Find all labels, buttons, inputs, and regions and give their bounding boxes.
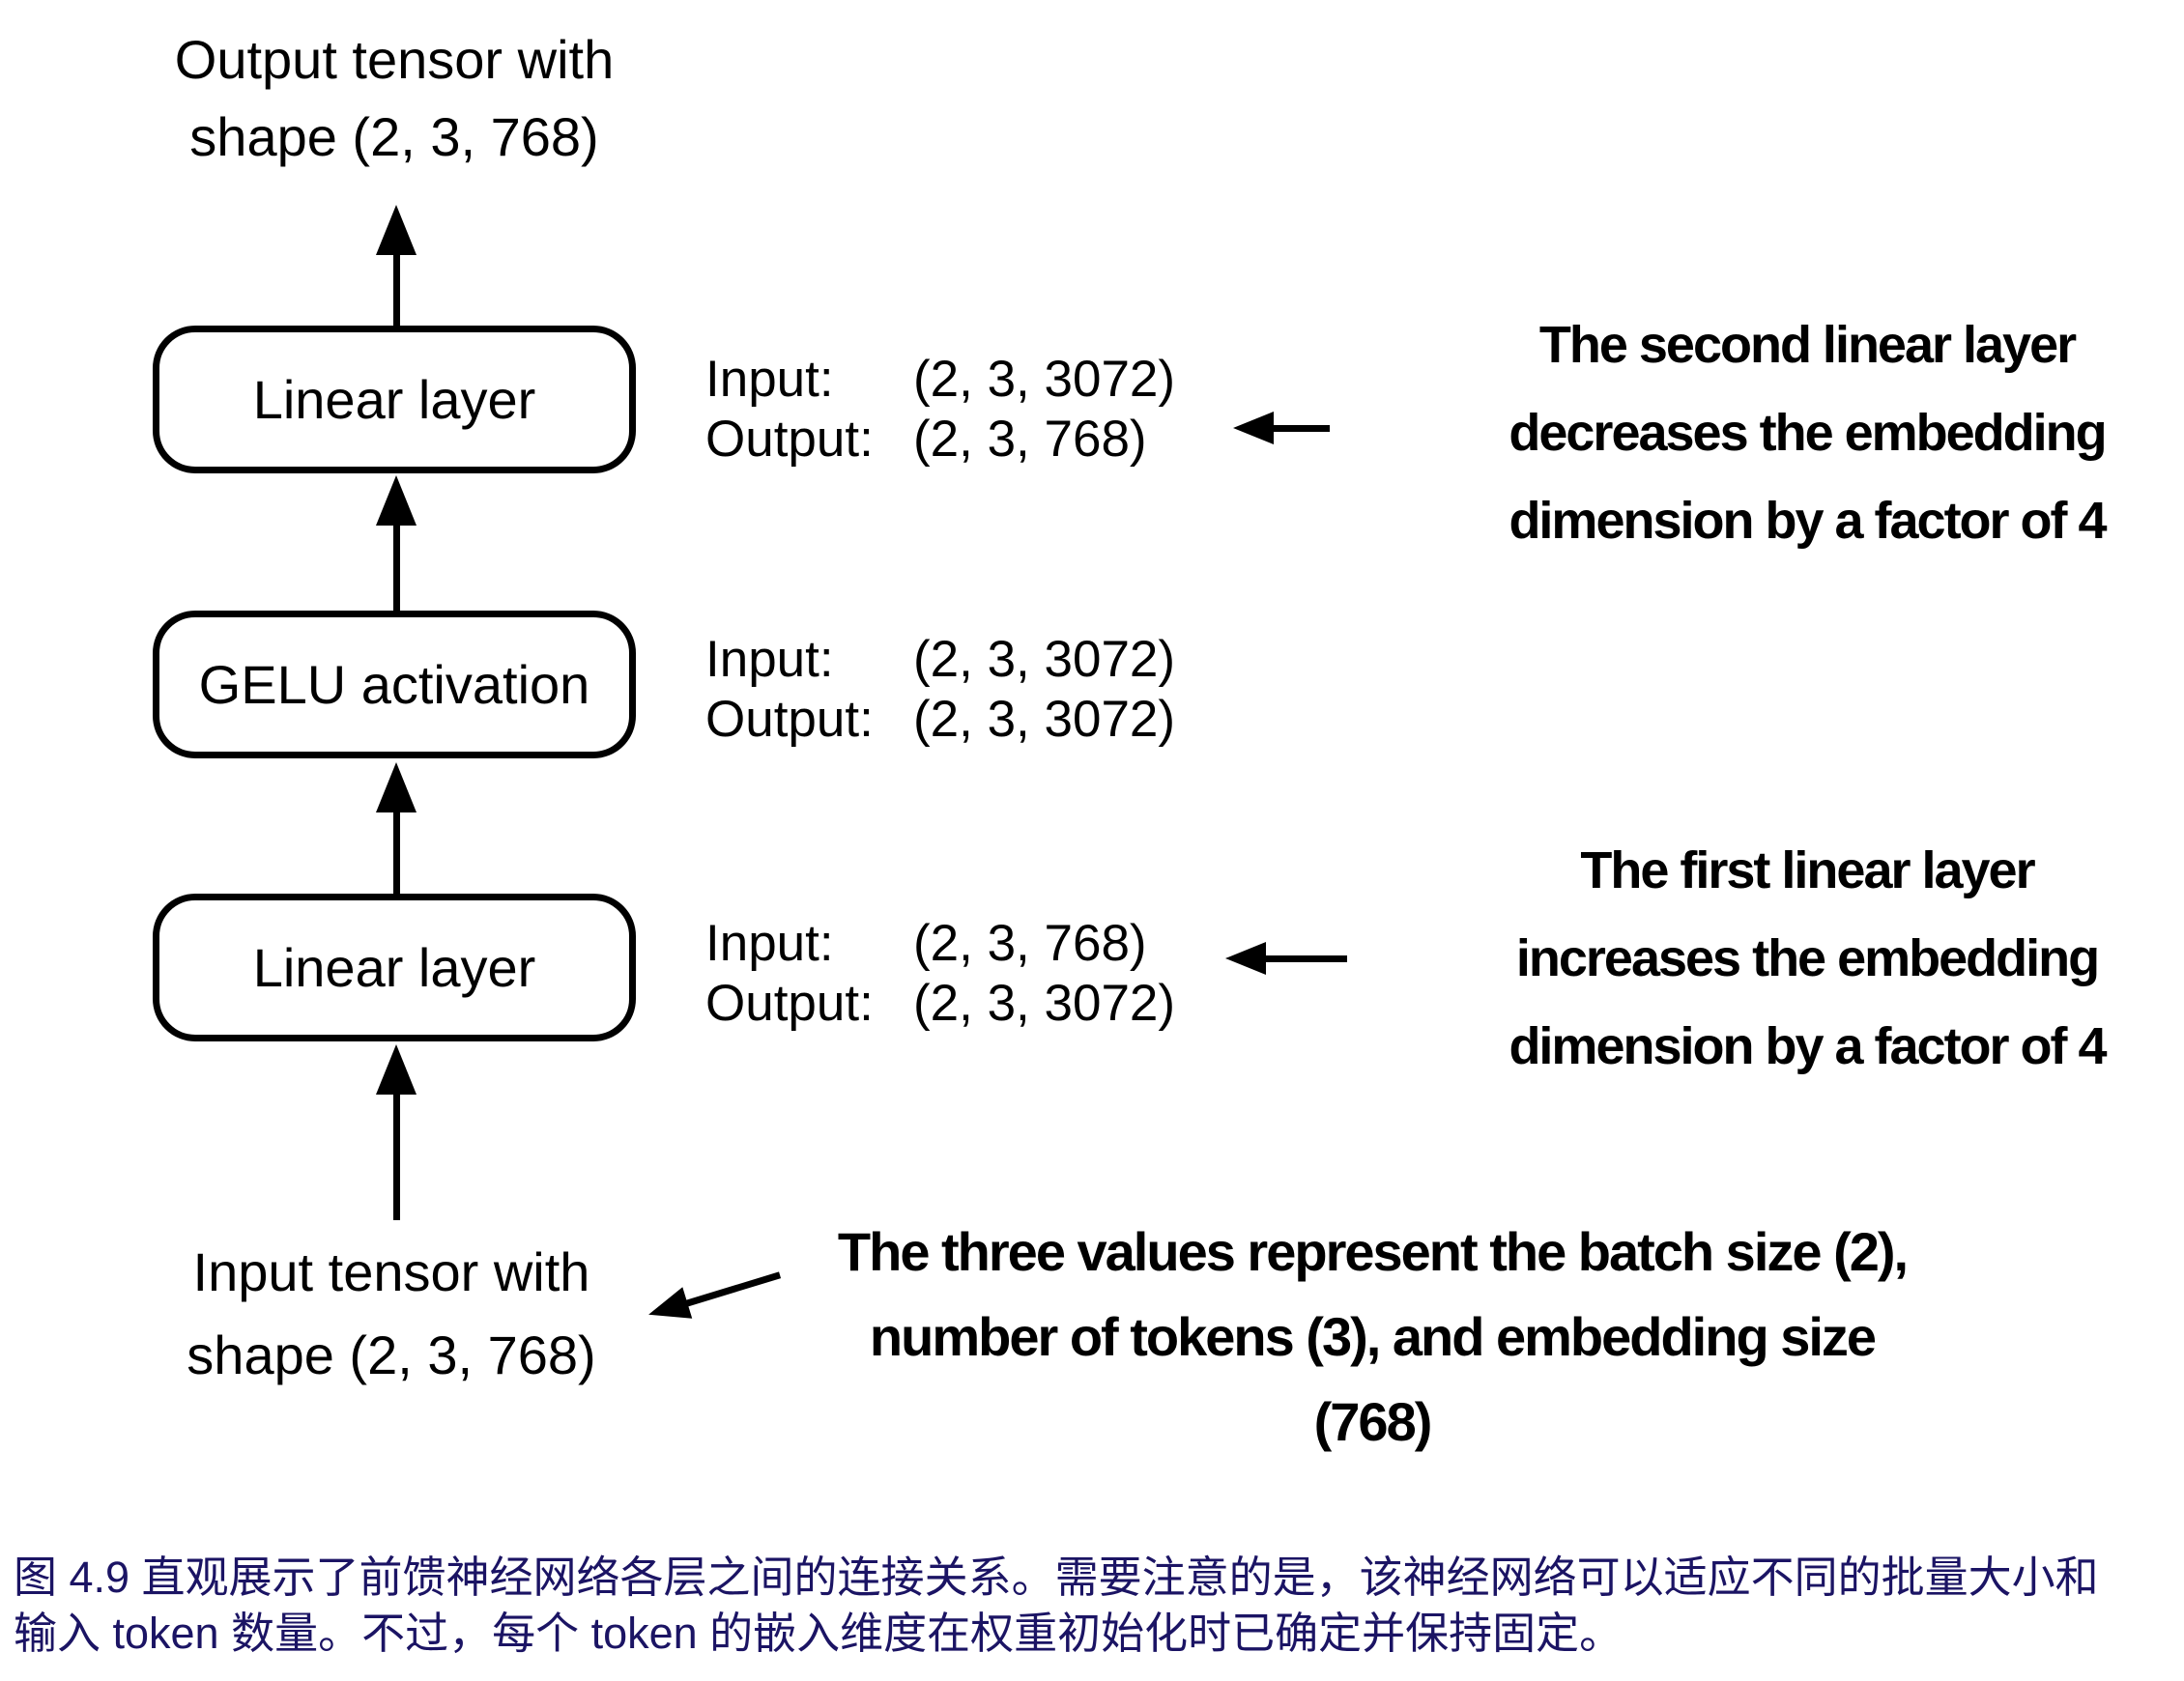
gelu-activation-box: GELU activation: [153, 611, 636, 758]
io-output-label: Output:: [705, 691, 874, 748]
arrow-left-icon: [1233, 411, 1330, 445]
input-tensor-label-line1: Input tensor with: [192, 1241, 590, 1302]
arrow-up-shaft: [392, 251, 400, 326]
arrow-up-head: [376, 762, 417, 812]
arrow-left-shaft: [682, 1270, 781, 1307]
figure-caption-line2: 输入 token 数量。不过，每个 token 的嵌入维度在权重初始化时已确定并…: [14, 1609, 1624, 1658]
io-input-value: (2, 3, 3072): [913, 631, 1176, 688]
linear-layer-1-label: Linear layer: [252, 937, 536, 998]
annotation-second-linear: The second linear layer decreases the em…: [1440, 301, 2174, 565]
annotation-second-linear-line3: dimension by a factor of 4: [1509, 492, 2107, 550]
arrow-up-shaft: [392, 522, 400, 611]
arrow-up-head: [376, 1044, 417, 1095]
arrow-left-head: [1233, 412, 1274, 444]
io-input-value: (2, 3, 3072): [913, 351, 1176, 408]
io-output-row: Output: (2, 3, 768): [705, 410, 1175, 470]
arrow-up-icon: [375, 1044, 417, 1220]
linear-layer-2-label: Linear layer: [252, 369, 536, 430]
linear-layer-2-box: Linear layer: [153, 326, 636, 473]
io-input-value: (2, 3, 768): [913, 915, 1147, 972]
annotation-tensor-values-line1: The three values represent the batch siz…: [837, 1221, 1909, 1282]
io-input-label: Input:: [705, 915, 834, 972]
annotation-second-linear-line1: The second linear layer: [1538, 316, 2077, 374]
io-output-value: (2, 3, 768): [913, 411, 1147, 468]
gelu-activation-io: Input: (2, 3, 3072) Output: (2, 3, 3072): [705, 630, 1175, 750]
io-output-row: Output: (2, 3, 3072): [705, 690, 1175, 750]
arrow-up-shaft: [392, 1091, 400, 1220]
arrow-left-head: [644, 1287, 693, 1331]
linear-layer-1-box: Linear layer: [153, 894, 636, 1041]
input-tensor-label: Input tensor with shape (2, 3, 768): [179, 1231, 604, 1397]
gelu-activation-label: GELU activation: [198, 654, 590, 715]
figure-caption-line1: 图 4.9 直观展示了前馈神经网络各层之间的连接关系。需要注意的是，该神经网络可…: [14, 1553, 2099, 1602]
arrow-left-shaft: [1270, 424, 1330, 432]
input-tensor-label-line2: shape (2, 3, 768): [187, 1325, 596, 1385]
annotation-first-linear-line1: The first linear layer: [1580, 841, 2035, 899]
output-tensor-label-line1: Output tensor with: [174, 29, 615, 90]
io-output-label: Output:: [705, 411, 874, 468]
io-input-label: Input:: [705, 351, 834, 408]
arrow-left-head: [1225, 942, 1266, 975]
io-output-row: Output: (2, 3, 3072): [705, 974, 1175, 1034]
annotation-first-linear-line2: increases the embedding: [1515, 929, 2100, 987]
arrow-left-icon: [1225, 941, 1347, 976]
arrow-up-icon: [375, 762, 417, 894]
arrow-up-shaft: [392, 809, 400, 894]
linear-layer-1-io: Input: (2, 3, 768) Output: (2, 3, 3072): [705, 914, 1175, 1034]
arrow-left-shaft: [1262, 954, 1347, 962]
annotation-tensor-values-line2: number of tokens (3), and embedding size: [869, 1306, 1877, 1367]
io-output-value: (2, 3, 3072): [913, 975, 1176, 1032]
annotation-tensor-values-line3: (768): [1313, 1391, 1433, 1452]
io-output-label: Output:: [705, 975, 874, 1032]
io-input-label: Input:: [705, 631, 834, 688]
arrow-up-head: [376, 205, 417, 255]
annotation-first-linear: The first linear layer increases the emb…: [1440, 827, 2174, 1091]
io-output-value: (2, 3, 3072): [913, 691, 1176, 748]
annotation-first-linear-line3: dimension by a factor of 4: [1509, 1017, 2107, 1075]
annotation-tensor-values: The three values represent the batch siz…: [792, 1210, 1952, 1465]
output-tensor-label: Output tensor with shape (2, 3, 768): [104, 21, 684, 176]
arrow-up-icon: [375, 475, 417, 611]
output-tensor-label-line2: shape (2, 3, 768): [189, 106, 599, 167]
arrow-up-head: [376, 475, 417, 526]
arrow-up-icon: [375, 205, 417, 326]
figure-caption: 图 4.9 直观展示了前馈神经网络各层之间的连接关系。需要注意的是，该神经网络可…: [14, 1550, 2178, 1662]
io-input-row: Input: (2, 3, 3072): [705, 350, 1175, 410]
annotation-second-linear-line2: decreases the embedding: [1509, 404, 2107, 462]
linear-layer-2-io: Input: (2, 3, 3072) Output: (2, 3, 768): [705, 350, 1175, 470]
io-input-row: Input: (2, 3, 768): [705, 914, 1175, 974]
io-input-row: Input: (2, 3, 3072): [705, 630, 1175, 690]
arrow-diagonal-left-icon: [644, 1258, 785, 1331]
